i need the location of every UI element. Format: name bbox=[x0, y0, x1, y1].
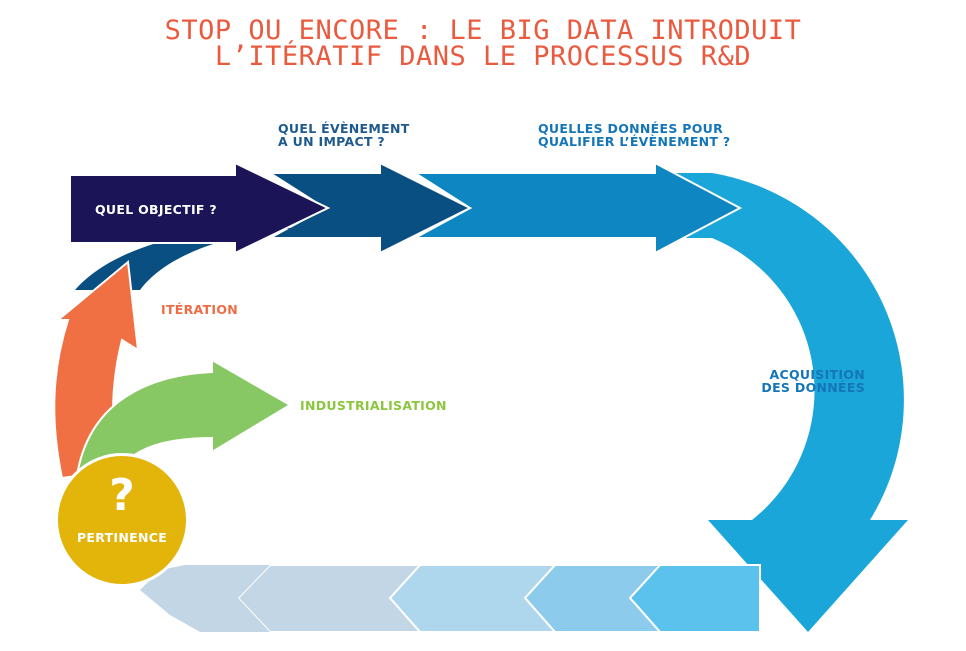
data-text-line-1: QUELLES DONNÉES POUR bbox=[538, 121, 724, 136]
event-text-line-1: QUEL ÉVÈNEMENT bbox=[278, 121, 410, 136]
objective-arrow bbox=[69, 161, 331, 255]
title-line-1: STOP OU ENCORE : LE BIG DATA INTRODUIT bbox=[164, 15, 802, 46]
acquisition-curve bbox=[676, 173, 908, 632]
objective-text: QUEL OBJECTIF ? bbox=[95, 202, 217, 217]
event-label: QUEL ÉVÈNEMENT A UN IMPACT ? bbox=[278, 122, 410, 148]
relevance-text: PERTINENCE bbox=[76, 530, 168, 545]
objective-label: QUEL OBJECTIF ? bbox=[95, 203, 217, 216]
relevance-circle: ? PERTINENCE bbox=[55, 453, 189, 587]
acquisition-text-line-2: DES DONNÉES bbox=[761, 380, 865, 395]
industrialisation-label: INDUSTRIALISATION bbox=[300, 399, 447, 412]
question-mark-icon: ? bbox=[109, 470, 135, 521]
event-text-line-2: A UN IMPACT ? bbox=[278, 134, 385, 149]
title-line-2: L’ITÉRATIF DANS LE PROCESSUS R&D bbox=[214, 41, 752, 72]
acquisition-label: ACQUISITION DES DONNÉES bbox=[748, 368, 865, 394]
data-label: QUELLES DONNÉES POUR QUALIFIER L’ÉVÈNEME… bbox=[538, 122, 730, 148]
iteration-label: ITÉRATION bbox=[161, 303, 238, 316]
return-arrow-1 bbox=[140, 565, 270, 632]
industrialisation-text: INDUSTRIALISATION bbox=[300, 398, 447, 413]
data-text-line-2: QUALIFIER L’ÉVÈNEMENT ? bbox=[538, 134, 731, 149]
iteration-swoosh bbox=[75, 228, 300, 290]
iteration-text: ITÉRATION bbox=[161, 302, 239, 317]
industrialisation-arrow bbox=[76, 358, 292, 471]
page-title: STOP OU ENCORE : LE BIG DATA INTRODUIT L… bbox=[0, 15, 966, 72]
acquisition-text-line-1: ACQUISITION bbox=[769, 367, 865, 382]
